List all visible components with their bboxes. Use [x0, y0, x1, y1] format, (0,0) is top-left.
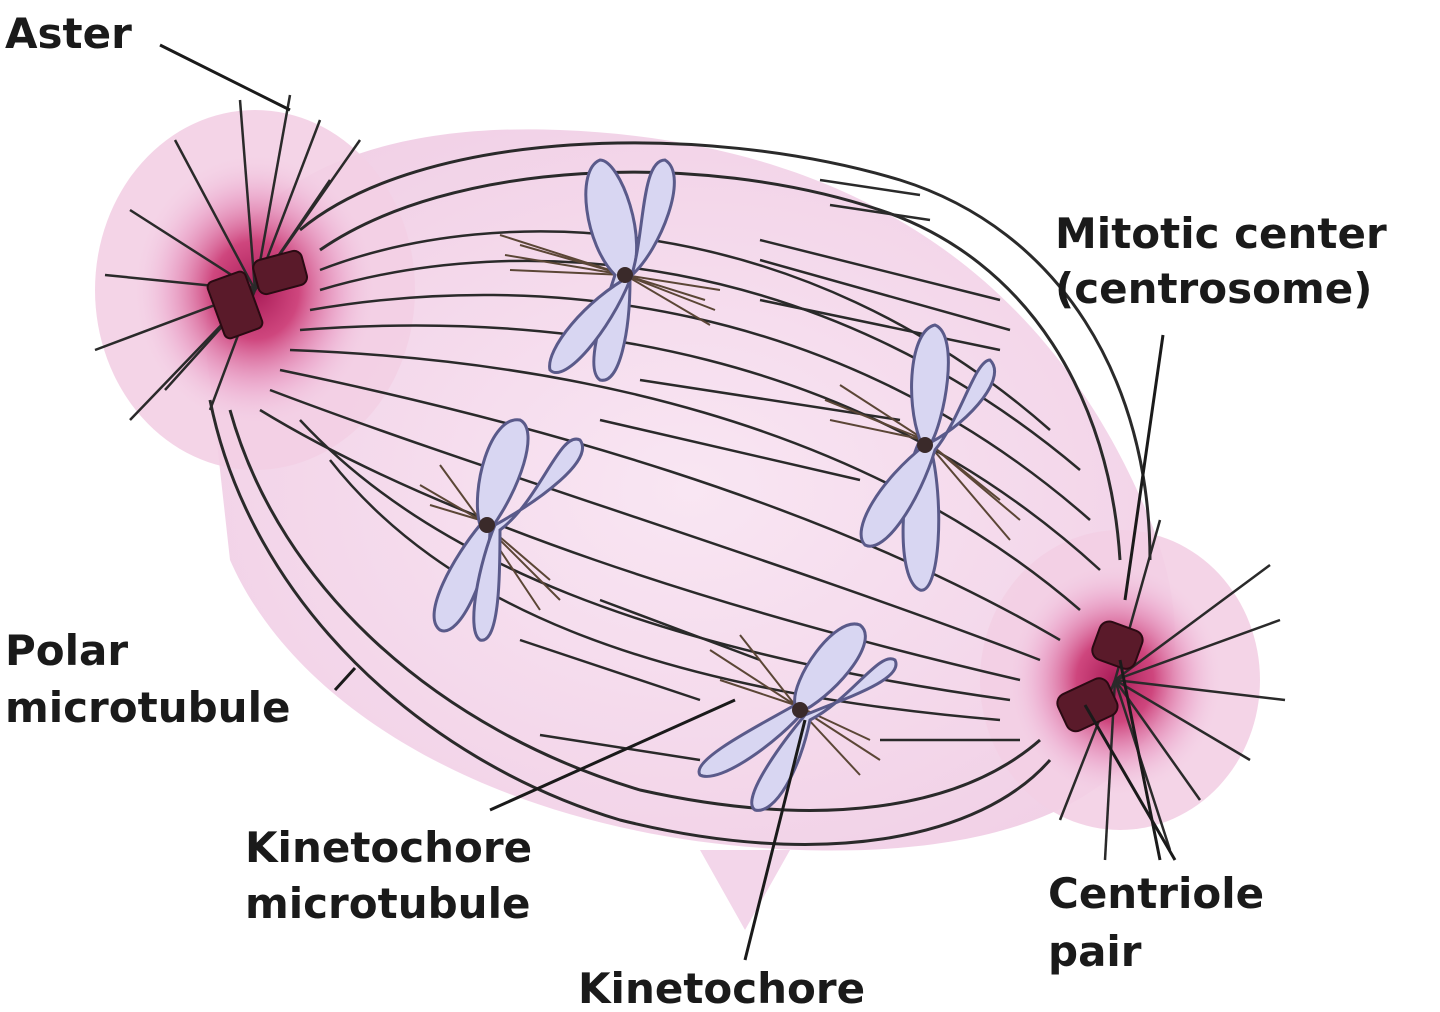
- label-kinetochore-microtubule-line2: microtubule: [245, 879, 530, 928]
- chromosome-2: [824, 323, 1021, 592]
- label-centriole-pair-line1: Centriole: [1048, 869, 1264, 918]
- label-centriole-pair-line2: pair: [1048, 927, 1142, 976]
- aster-leader: [159, 43, 291, 112]
- label-kinetochore: Kinetochore: [578, 964, 865, 1012]
- label-kinetochore-microtubule-line1: Kinetochore: [245, 823, 532, 872]
- centriole-pair-leader-b: [1083, 704, 1177, 861]
- kinetochore-microtubule-leader: [489, 698, 736, 812]
- label-polar-microtubule-line2: microtubule: [5, 683, 290, 732]
- label-mitotic-center-line2: (centrosome): [1055, 264, 1372, 313]
- kinetochore-leader: [743, 719, 807, 961]
- polar-microtubule-leader: [333, 666, 357, 692]
- polar-microtubules: [259, 178, 1101, 762]
- chromosome-1: [499, 158, 721, 382]
- left-centriole-pair: [206, 249, 309, 340]
- label-polar-microtubule-line1: Polar: [5, 626, 128, 675]
- centriole-pair-leader-a: [1118, 659, 1162, 861]
- leader-lines: [159, 43, 1177, 961]
- chromosome-3: [419, 418, 584, 642]
- mitotic-center-leader: [1123, 334, 1165, 601]
- label-aster: Aster: [5, 9, 132, 58]
- label-mitotic-center-line1: Mitotic center: [1055, 209, 1387, 258]
- spindle-outline: [208, 141, 1152, 846]
- chromosome-4: [697, 622, 898, 812]
- right-centriole-pair: [1056, 620, 1144, 733]
